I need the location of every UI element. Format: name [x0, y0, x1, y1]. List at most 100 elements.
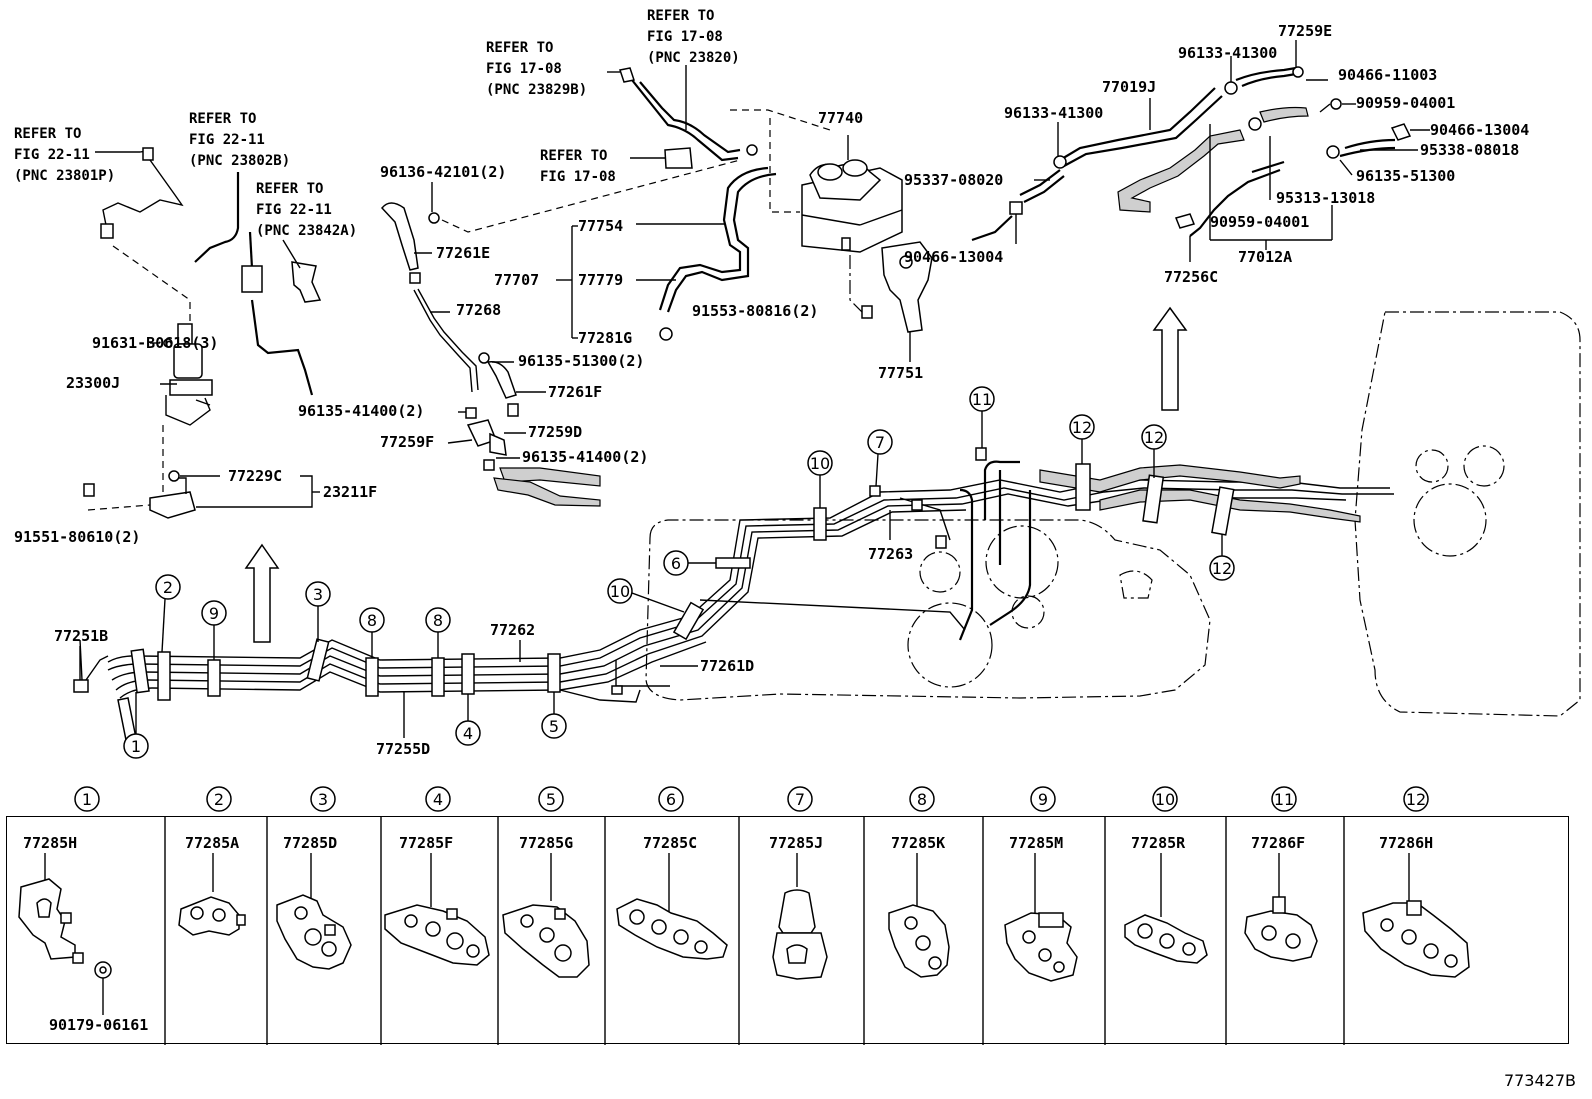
label-96135-41400-a: 96135-41400(2) [298, 402, 424, 420]
callout-number: 5 [549, 717, 559, 736]
callout-number: 7 [875, 433, 885, 452]
callout-circle[interactable] [607, 578, 633, 604]
refer-note-23802b[interactable]: REFER TO FIG 22-11 (PNC 23802B) [189, 111, 290, 169]
catalog-callout-number: 7 [795, 790, 805, 809]
refer-note-line: (PNC 23842A) [256, 223, 357, 239]
callout-circle[interactable] [155, 574, 181, 600]
refer-note-fig-17-08[interactable]: REFER TO FIG 17-08 [540, 148, 616, 185]
label-23211f: 23211F [323, 483, 377, 501]
label-90466-13004-b: 90466-13004 [904, 248, 1003, 266]
catalog-callout-circle[interactable] [1030, 786, 1056, 812]
label-96135-41400-b: 96135-41400(2) [522, 448, 648, 466]
refer-note-line: REFER TO [647, 8, 714, 24]
catalog-callout-number: 5 [546, 790, 556, 809]
callout-number: 12 [1072, 418, 1092, 437]
label-77229c: 77229C [228, 467, 282, 485]
refer-note-line: FIG 22-11 [256, 202, 332, 218]
canister-hoses-illustration [381, 159, 741, 507]
catalog-callout-circle[interactable] [1271, 786, 1297, 812]
refer-note-line: FIG 22-11 [14, 147, 90, 163]
refer-note-line: REFER TO [14, 126, 81, 142]
label-90466-13004-a: 90466-13004 [1430, 121, 1529, 139]
bracket-23842a-illustration [282, 239, 322, 303]
label-90959-04001-a: 90959-04001 [1356, 94, 1455, 112]
catalog-callout-circle[interactable] [310, 786, 336, 812]
clamp-callouts: 1 2 9 3 8 8 4 5 6 10 10 7 [123, 386, 1235, 759]
up-arrow-icon [1152, 306, 1188, 411]
catalog-part-77285g: 77285G [519, 834, 573, 852]
refer-note-23801p[interactable]: REFER TO FIG 22-11 (PNC 23801P) [14, 126, 115, 184]
callout-number: 10 [610, 582, 630, 601]
catalog-callout-circle[interactable] [909, 786, 935, 812]
callout-number: 4 [463, 724, 473, 743]
refer-note-line: (PNC 23820) [647, 50, 740, 66]
catalog-callout-circle[interactable] [787, 786, 813, 812]
catalog-part-77285d: 77285D [283, 834, 337, 852]
catalog-callout-circle[interactable] [1403, 786, 1429, 812]
refer-note-line: REFER TO [256, 181, 323, 197]
label-77256c: 77256C [1164, 268, 1218, 286]
refer-note-23829b[interactable]: REFER TO FIG 17-08 (PNC 23829B) [486, 40, 587, 98]
catalog-callout-number: 8 [917, 790, 927, 809]
clamp-77285a-illustration [178, 896, 246, 936]
label-90959-04001-b: 90959-04001 [1210, 213, 1309, 231]
catalog-part-77285r: 77285R [1131, 834, 1186, 852]
refer-note-line: (PNC 23801P) [14, 168, 115, 184]
catalog-part-77285c: 77285C [643, 834, 697, 852]
callout-number: 11 [972, 390, 992, 409]
label-77261d: 77261D [700, 657, 754, 675]
catalog-part-77285k: 77285K [891, 834, 945, 852]
catalog-callout-number: 10 [1155, 790, 1175, 809]
label-77259f: 77259F [380, 433, 434, 451]
up-arrow-icon [244, 543, 280, 643]
label-96133-41300-a: 96133-41300 [1178, 44, 1277, 62]
callout-number: 1 [131, 737, 141, 756]
clamp-catalog-table: 77285H 90179-06161 77285A 77285D 77285F … [6, 816, 1569, 1045]
clamp-77285c-illustration [616, 898, 728, 960]
label-77251b: 77251B [54, 627, 108, 645]
refer-note-23820[interactable]: REFER TO FIG 17-08 (PNC 23820) [647, 8, 740, 66]
callout-number: 8 [367, 611, 377, 630]
label-95313-13018: 95313-13018 [1276, 189, 1375, 207]
catalog-callout-number: 9 [1038, 790, 1048, 809]
catalog-callout-circle[interactable] [538, 786, 564, 812]
catalog-callout-circle[interactable] [425, 786, 451, 812]
clamp-77285d-illustration [276, 894, 352, 970]
catalog-callout-circle[interactable] [74, 786, 100, 812]
label-95337-08020: 95337-08020 [904, 171, 1003, 189]
refer-note-line: FIG 17-08 [647, 29, 723, 45]
callout-number: 9 [209, 604, 219, 623]
clamp-77285r-illustration [1124, 914, 1208, 964]
catalog-callout-circle[interactable] [658, 786, 684, 812]
label-77261e: 77261E [436, 244, 490, 262]
vent-hoses-illustration [971, 56, 1430, 262]
clamp-77285g-illustration [502, 904, 590, 978]
catalog-callout-circle[interactable] [206, 786, 232, 812]
label-77259d: 77259D [528, 423, 582, 441]
clip-icon [746, 144, 758, 156]
callout-number: 2 [163, 578, 173, 597]
vehicle-floor-outline [645, 311, 1581, 717]
catalog-part-90179-06161: 90179-06161 [49, 1016, 148, 1034]
clamp-77285h-illustration [18, 878, 112, 979]
catalog-part-77285j: 77285J [769, 834, 823, 852]
callout-circle[interactable] [867, 429, 893, 455]
callout-number: 12 [1144, 428, 1164, 447]
refer-note-line: FIG 17-08 [540, 169, 616, 185]
label-91551-80610: 91551-80610(2) [14, 528, 140, 546]
refer-note-23842a[interactable]: REFER TO FIG 22-11 (PNC 23842A) [256, 181, 357, 239]
catalog-callout-number: 4 [433, 790, 443, 809]
label-96133-41300-b: 96133-41300 [1004, 104, 1103, 122]
label-77255d: 77255D [376, 740, 430, 758]
grommet-icon [168, 470, 180, 482]
label-77268: 77268 [456, 301, 501, 319]
bolt-icon [83, 483, 95, 497]
clamp-77286h-illustration [1362, 900, 1470, 978]
diagram-reference-code: 773427B [1503, 1071, 1576, 1090]
label-96135-51300-2: 96135-51300(2) [518, 352, 644, 370]
hose-group-77707 [556, 166, 777, 341]
catalog-callout-circle[interactable] [1152, 786, 1178, 812]
catalog-leaders [44, 853, 1410, 1015]
catalog-part-77285m: 77285M [1009, 834, 1063, 852]
